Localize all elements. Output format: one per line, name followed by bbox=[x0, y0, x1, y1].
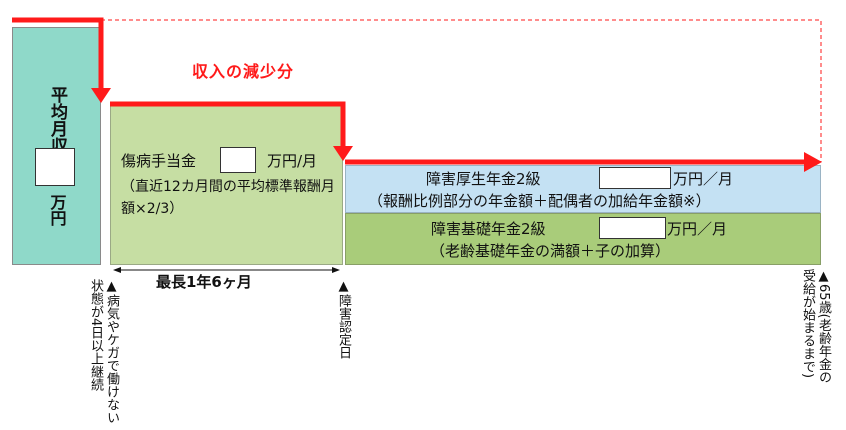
income-amount-blank bbox=[35, 148, 75, 186]
basic-pension-unit: 万円／月 bbox=[667, 220, 728, 238]
basic-pension-note: （老齢基礎年金の満額＋子の加算） bbox=[430, 242, 671, 260]
employee-pension-title: 障害厚生年金2級 bbox=[426, 170, 541, 188]
average-income-title: 平均月収 bbox=[47, 86, 67, 154]
period-arrow-left bbox=[113, 267, 121, 273]
sickness-benefit-note: （直近12カ月間の平均標準報酬月額×2/3） bbox=[121, 179, 335, 217]
sickness-benefit-line1: 傷病手当金 万円/月 bbox=[121, 150, 317, 171]
average-income-box: 平均月収 万円 bbox=[12, 27, 101, 265]
age-65-note: ▲65歳(老齢年金の受給が始まるまで) bbox=[800, 269, 831, 384]
employee-pension-unit: 万円／月 bbox=[673, 170, 734, 188]
income-reduction-label: 収入の減少分 bbox=[192, 62, 295, 81]
basic-pension-title: 障害基礎年金2級 bbox=[431, 220, 546, 238]
max-period-label: 最長1年6ヶ月 bbox=[156, 273, 252, 291]
income-reduction-outline bbox=[101, 19, 822, 162]
basic-pension-box: 障害基礎年金2級 万円／月 （老齢基礎年金の満額＋子の加算） bbox=[345, 213, 821, 265]
income-step-line bbox=[12, 17, 104, 90]
employee-pension-note: （報酬比例部分の年金額＋配偶者の加給年金額※） bbox=[368, 192, 711, 210]
income-unit: 万円 bbox=[47, 194, 67, 226]
employee-pension-box: 障害厚生年金2級 万円／月 （報酬比例部分の年金額＋配偶者の加給年金額※） bbox=[345, 165, 821, 213]
sickness-benefit-label: 傷病手当金 bbox=[121, 152, 197, 170]
start-condition-note: ▲病気やケガで働けない状態が4日以上継続 bbox=[88, 279, 119, 424]
sickness-benefit-unit: 万円/月 bbox=[267, 152, 318, 170]
step-arrow-head-3 bbox=[804, 152, 822, 172]
basic-pension-amount-blank bbox=[599, 217, 666, 239]
employee-pension-amount-blank bbox=[599, 167, 671, 189]
step-arrow-head-1 bbox=[91, 88, 111, 103]
sickness-benefit-amount-blank bbox=[220, 147, 256, 173]
step-arrow-head-2 bbox=[333, 146, 353, 161]
period-arrow-right bbox=[332, 267, 340, 273]
income-step-line-2 bbox=[110, 101, 346, 148]
sickness-benefit-box: 傷病手当金 万円/月 （直近12カ月間の平均標準報酬月額×2/3） bbox=[110, 105, 343, 265]
certification-date-note: ▲障害認定日 bbox=[336, 279, 351, 359]
